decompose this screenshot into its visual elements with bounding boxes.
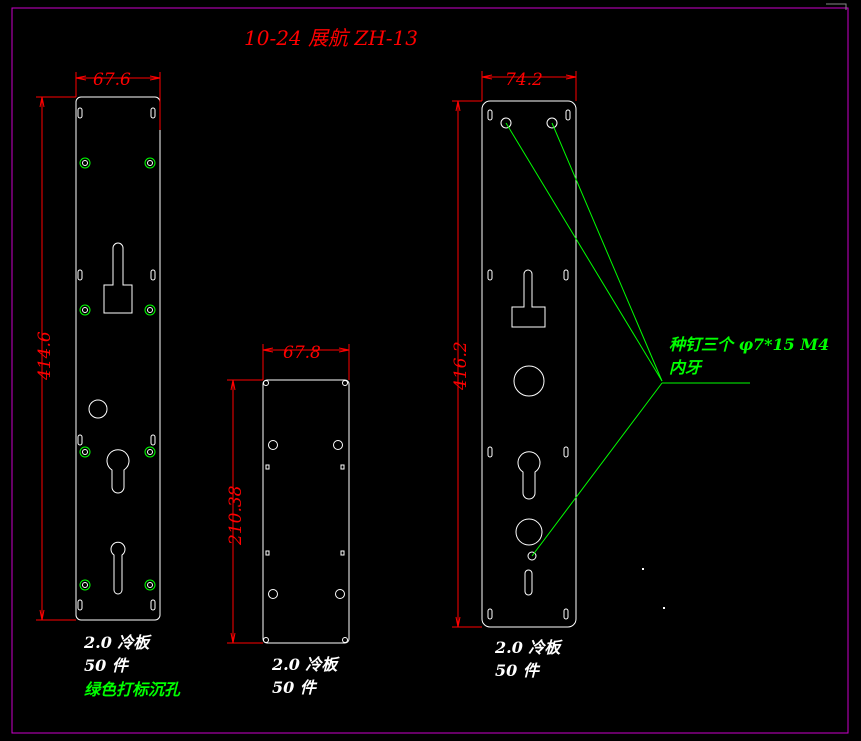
dimension-width [75,72,161,130]
width-dimension: 67.8 [283,343,321,363]
plate-1: 67.6 414.6 2.0 冷板 50 件 绿色打标沉孔 [35,70,181,699]
spindle-hole [88,399,108,419]
quantity-note: 50 件 [84,656,130,675]
quantity-note: 50 件 [495,661,541,680]
stud-note: 种钉三个 φ7*15 M4 [669,335,829,354]
height-dimension: 414.6 [35,331,55,381]
plate-2: 67.8 210.38 2.0 冷板 50 件 [226,343,350,697]
material-note: 2.0 冷板 [271,655,340,674]
drawing-frame [11,7,849,734]
width-dimension: 74.2 [505,70,543,90]
stray-points [642,568,665,609]
quantity-note: 50 件 [272,678,318,697]
plate-3: 种钉三个 φ7*15 M4 内牙 74.2 416.2 2.0 冷板 50 件 [451,70,829,680]
material-note: 2.0 冷板 [83,633,152,652]
height-dimension: 210.38 [226,485,246,546]
thread-note: 内牙 [669,358,703,377]
width-dimension: 67.6 [93,70,131,90]
dimension-height [36,96,76,621]
handle-slot [103,242,133,314]
keyhole-cutout [110,541,126,595]
countersink-note: 绿色打标沉孔 [84,680,181,699]
cylinder-cutout [106,449,130,494]
material-note: 2.0 冷板 [494,638,563,657]
drawing-title: 10-24 展航 ZH-13 [244,26,418,50]
mounting-slots [77,107,156,611]
corner-mark [826,3,847,10]
leader-lines [505,122,750,557]
countersunk-holes [79,157,156,591]
height-dimension: 416.2 [451,341,471,391]
